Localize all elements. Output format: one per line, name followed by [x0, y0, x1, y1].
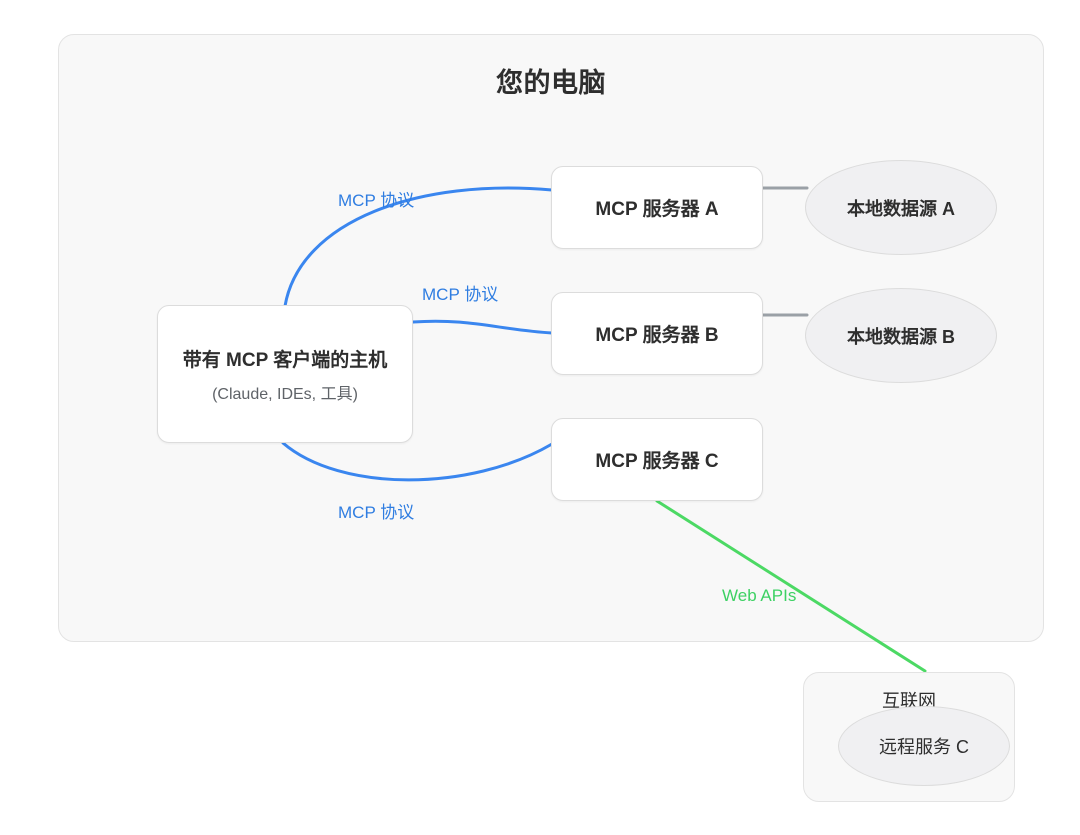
local-datasource-a-node[interactable]: 本地数据源 A — [805, 160, 997, 255]
local-datasource-b-node[interactable]: 本地数据源 B — [805, 288, 997, 383]
host-with-mcp-client-node[interactable]: 带有 MCP 客户端的主机 (Claude, IDEs, 工具) — [157, 305, 413, 443]
mcp-server-c-node[interactable]: MCP 服务器 C — [551, 418, 763, 501]
edge-label-web-apis: Web APIs — [722, 586, 797, 605]
your-computer-title: 您的电脑 — [496, 68, 606, 98]
remote-service-c-node[interactable]: 远程服务 C — [838, 706, 1010, 786]
host-node-subtitle: (Claude, IDEs, 工具) — [212, 385, 358, 403]
local-datasource-b-label: 本地数据源 B — [847, 326, 955, 347]
remote-service-c-label: 远程服务 C — [879, 737, 969, 757]
host-node-title: 带有 MCP 客户端的主机 — [182, 349, 388, 371]
local-datasource-a-label: 本地数据源 A — [847, 198, 955, 219]
mcp-server-a-node[interactable]: MCP 服务器 A — [551, 166, 763, 249]
edge-label-mcp-protocol-c: MCP 协议 — [338, 503, 415, 522]
mcp-server-a-label: MCP 服务器 A — [595, 199, 719, 220]
mcp-server-b-node[interactable]: MCP 服务器 B — [551, 292, 763, 375]
mcp-server-c-label: MCP 服务器 C — [595, 451, 719, 472]
edge-label-mcp-protocol-b: MCP 协议 — [422, 285, 499, 304]
mcp-server-b-label: MCP 服务器 B — [595, 325, 719, 346]
edge-label-mcp-protocol-a: MCP 协议 — [338, 191, 415, 210]
